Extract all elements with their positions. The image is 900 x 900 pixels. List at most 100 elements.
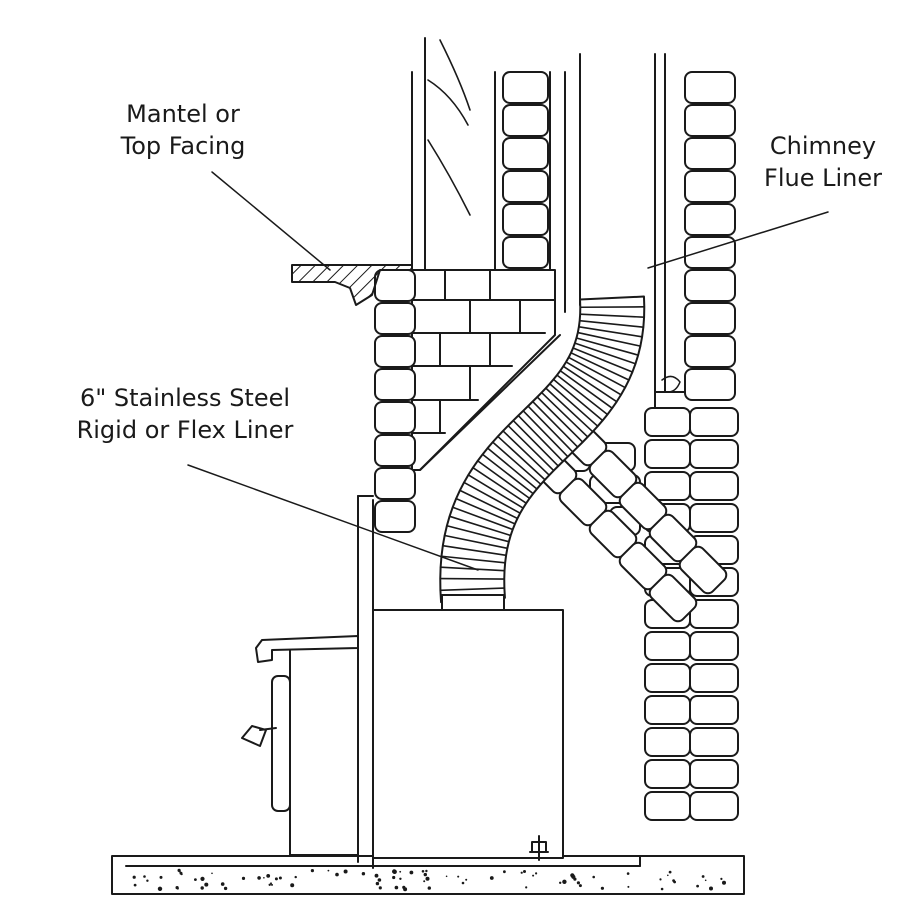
brick: [684, 302, 736, 335]
chimney-leader: [647, 211, 829, 269]
leveling-bolt: [529, 835, 549, 861]
chimney-flue-liner-label: Chimney Flue Liner: [748, 130, 898, 194]
right-brick-column: [684, 71, 736, 401]
brick: [684, 269, 736, 302]
stainless-liner-label: 6" Stainless Steel Rigid or Flex Liner: [50, 382, 320, 446]
liner-rib: [556, 374, 609, 416]
insert-box: [372, 594, 564, 861]
liner-rib: [572, 347, 634, 373]
brick: [689, 727, 739, 757]
liner-rib: [481, 453, 534, 495]
brick: [502, 104, 549, 137]
liner-rib: [463, 481, 521, 514]
liner-rib: [577, 331, 642, 347]
brick: [644, 663, 691, 693]
brick: [684, 236, 736, 269]
liner-rib: [565, 361, 622, 396]
liner-rib: [476, 460, 531, 500]
brick: [502, 137, 549, 170]
brick: [689, 407, 739, 437]
mantel: [291, 264, 413, 306]
wall-framing: [357, 495, 374, 869]
brick: [678, 545, 728, 595]
stainless-steel-liner: [439, 295, 646, 604]
liner-rib: [448, 515, 512, 537]
liner-label-line2: Rigid or Flex Liner: [76, 416, 294, 444]
brick: [374, 269, 416, 302]
liner-label-line1: 6" Stainless Steel: [79, 384, 291, 412]
upper-brick-column: [502, 71, 549, 269]
liner-rib: [531, 400, 579, 448]
brick: [684, 170, 736, 203]
liner-rib: [439, 566, 506, 572]
brick: [689, 439, 739, 469]
brick: [684, 104, 736, 137]
liner-rib: [512, 419, 560, 467]
brick: [684, 137, 736, 170]
brick: [689, 631, 739, 661]
brick: [502, 203, 549, 236]
liner-rib: [570, 351, 630, 381]
brick: [684, 71, 736, 104]
brick: [502, 170, 549, 203]
brick: [689, 663, 739, 693]
liner-rib: [579, 313, 645, 318]
liner-rib: [540, 391, 589, 438]
left-brick-column: [374, 269, 416, 533]
liner-rib: [442, 544, 507, 557]
liner-rib: [536, 396, 584, 443]
brick: [648, 573, 698, 623]
liner-rib: [497, 435, 546, 481]
brick: [689, 791, 739, 821]
wood-framing: [411, 37, 496, 271]
brick: [644, 727, 691, 757]
brick: [644, 759, 691, 789]
brick: [689, 695, 739, 725]
liner-rib: [548, 382, 599, 427]
liner-rib: [544, 387, 594, 433]
liner-rib: [575, 337, 639, 356]
mantel-label-line1: Mantel or: [126, 100, 240, 128]
liner-rib: [439, 587, 506, 592]
brick: [644, 791, 691, 821]
liner-rib: [502, 430, 551, 476]
brick: [374, 500, 416, 533]
right-lower-brick-wall: [559, 407, 739, 821]
brick: [644, 695, 691, 725]
liner-rib: [552, 378, 604, 422]
brick: [684, 368, 736, 401]
mantel-label-line2: Top Facing: [120, 132, 246, 160]
liner-rib: [486, 447, 538, 490]
brick: [689, 503, 739, 533]
stove-front: [241, 635, 359, 856]
flue-channel: [549, 53, 686, 409]
brick: [644, 631, 691, 661]
hearth-foundation: [111, 855, 745, 895]
brick: [689, 471, 739, 501]
liner-rib: [459, 489, 519, 520]
brick: [374, 434, 416, 467]
leader-lines: [187, 171, 829, 571]
brick: [684, 335, 736, 368]
mantel-label: Mantel or Top Facing: [98, 98, 268, 162]
liner-rib: [446, 524, 510, 543]
brick: [502, 236, 549, 269]
liner-rib: [472, 466, 528, 504]
brick: [689, 759, 739, 789]
brick: [374, 467, 416, 500]
liner-rib: [455, 497, 516, 525]
liner-rib: [439, 577, 506, 580]
liner-rib: [443, 534, 509, 550]
liner-rib: [451, 506, 514, 531]
liner-rib: [567, 356, 626, 389]
chimney-label-line2: Flue Liner: [764, 164, 882, 192]
brick: [374, 335, 416, 368]
liner-rib: [491, 441, 542, 486]
liner-rib: [578, 326, 643, 338]
liner-leader: [187, 464, 479, 571]
liner-rib: [527, 405, 574, 453]
chimney-label-line1: Chimney: [769, 132, 877, 160]
mantel-leader: [211, 171, 331, 271]
liner-rib: [507, 424, 555, 472]
